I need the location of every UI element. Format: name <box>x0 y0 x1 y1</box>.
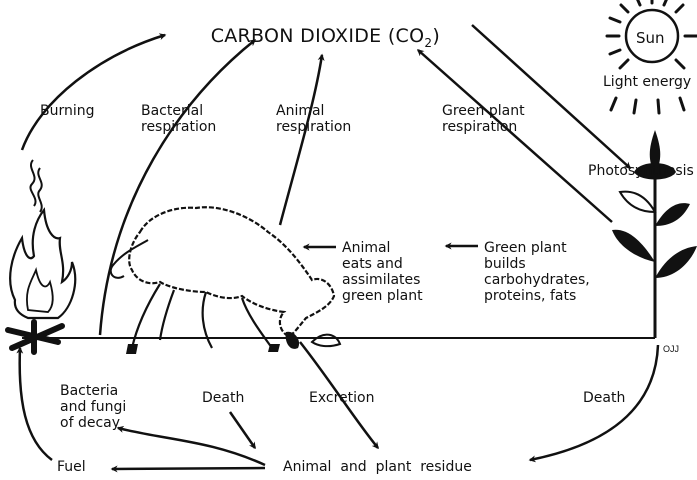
residue-to-fuel-arrow <box>112 468 265 469</box>
sheep-icon <box>111 207 340 354</box>
death-animal-label: Death <box>202 390 244 406</box>
sun-label: Sun <box>636 30 665 46</box>
fire-icon <box>8 210 75 352</box>
green-plant-respiration-label: Green plant respiration <box>442 103 525 135</box>
plant-respiration-arrow <box>418 50 612 222</box>
animal-eats-label: Animal eats and assimilates green plant <box>342 240 423 304</box>
photosynthesis-label: Photosynthesis <box>588 163 694 179</box>
fuel-label: Fuel <box>57 459 86 475</box>
plant-builds-label: Green plant builds carbohydrates, protei… <box>484 240 590 304</box>
death-plant-label: Death <box>583 390 625 406</box>
light-energy-label: Light energy <box>603 74 691 90</box>
smoke-icon <box>30 160 41 212</box>
co2-title-main: CARBON DIOXIDE (CO <box>211 25 425 47</box>
photosynthesis-arrow <box>472 25 630 168</box>
fuel-arrow <box>20 348 52 460</box>
animal-respiration-arrow <box>280 55 322 225</box>
co2-title-close: ) <box>432 25 440 47</box>
burning-label: Burning <box>40 103 95 119</box>
animal-respiration-label: Animal respiration <box>276 103 351 135</box>
co2-title: CARBON DIOXIDE (CO2) <box>198 12 440 51</box>
signature: OJJ <box>663 344 679 354</box>
plant-icon <box>612 130 697 338</box>
excretion-label: Excretion <box>309 390 374 406</box>
residue-to-decay-arrow <box>118 428 265 465</box>
residue-label: Animal and plant residue <box>283 459 472 475</box>
bacterial-respiration-label: Bacterial respiration <box>141 103 216 135</box>
bacteria-decay-label: Bacteria and fungi of decay <box>60 383 126 431</box>
light-rays-icon <box>611 98 684 113</box>
death-animal-arrow <box>230 412 255 448</box>
